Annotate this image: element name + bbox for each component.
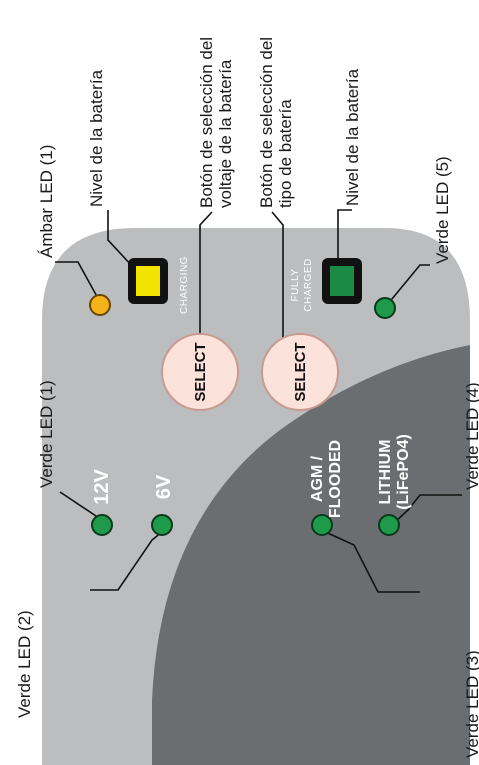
- led-green-12v: [91, 514, 113, 536]
- type-select-button[interactable]: SELECT: [261, 333, 339, 411]
- label-flooded: FLOODED: [327, 440, 344, 518]
- callout-type-button-line2: tipo de batería: [276, 99, 295, 208]
- led-green-full: [374, 297, 396, 319]
- callout-nivel-bateria-1: Nivel de la batería: [87, 69, 106, 207]
- callout-verde-led-2: Verde LED (2): [15, 610, 34, 718]
- label-fully: FULLY: [290, 269, 301, 302]
- label-agm: AGM /: [309, 455, 326, 502]
- callout-verde-led-4: Verde LED (4): [463, 382, 479, 490]
- callout-verde-led-1: Verde LED (1): [37, 380, 56, 488]
- label-charged: CHARGED: [303, 258, 314, 312]
- dark-panel: [152, 345, 470, 765]
- label-lithium: LITHIUM: [377, 440, 394, 505]
- type-select-label: SELECT: [292, 342, 309, 401]
- voltage-select-label: SELECT: [192, 342, 209, 401]
- callout-voltage-button-line1: Botón de selección del: [197, 37, 216, 208]
- callout-verde-led-5: Verde LED (5): [433, 156, 452, 264]
- meter-fully-charged: [322, 258, 362, 304]
- led-green-lithium: [378, 514, 400, 536]
- meter-charging: [128, 258, 168, 304]
- voltage-select-button[interactable]: SELECT: [161, 333, 239, 411]
- led-amber: [89, 294, 111, 316]
- callout-type-button-line1: Botón de selección del: [257, 37, 276, 208]
- callout-voltage-button-line2: voltaje de la batería: [216, 59, 235, 208]
- label-charging: CHARGING: [179, 256, 190, 314]
- callout-verde-led-3: Verde LED (3): [463, 650, 479, 758]
- callout-nivel-bateria-2: Nivel de la batería: [343, 68, 362, 206]
- led-green-6v: [151, 514, 173, 536]
- label-12v: 12V: [91, 469, 113, 505]
- leds: [89, 294, 400, 536]
- callout-ambar-led-1: Ámbar LED (1): [37, 145, 56, 258]
- label-6v: 6V: [153, 474, 175, 499]
- label-lifepo4: (LiFePO4): [395, 434, 412, 510]
- led-green-agm: [311, 514, 333, 536]
